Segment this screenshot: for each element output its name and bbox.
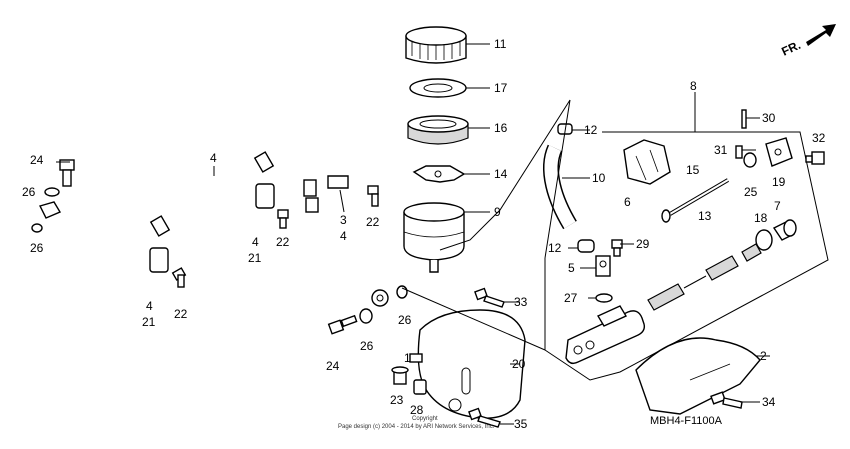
group-frame-8 — [401, 92, 829, 381]
o-ring-27 — [595, 293, 613, 303]
front-direction-indicator: FR. — [779, 24, 836, 59]
nut-25 — [743, 152, 757, 168]
leader-lines — [56, 43, 770, 425]
callout-28: 28 — [410, 403, 424, 417]
callout-21-mid: 21 — [248, 251, 262, 265]
plate-17 — [409, 78, 467, 98]
washer-26-upper — [44, 187, 60, 197]
float-14 — [412, 165, 466, 183]
bolt-22-mid — [277, 209, 289, 229]
callout-35: 35 — [514, 417, 528, 431]
callout-29: 29 — [636, 237, 650, 251]
callout-2: 2 — [760, 349, 767, 363]
master-cylinder-body — [565, 305, 646, 365]
callout-22-right: 22 — [366, 215, 380, 229]
callout-1: 1 — [404, 351, 411, 365]
callout-labels: 11 17 16 14 9 12 10 12 29 5 27 33 20 35 … — [22, 37, 826, 431]
callout-27: 27 — [564, 291, 578, 305]
callout-22-mid: 22 — [276, 235, 290, 249]
callout-14: 14 — [494, 167, 508, 181]
callout-26-lower: 26 — [360, 339, 374, 353]
pin-31 — [735, 145, 743, 159]
callout-15: 15 — [686, 163, 700, 177]
callout-16: 16 — [494, 121, 508, 135]
callout-6: 6 — [624, 195, 631, 209]
callout-5: 5 — [568, 261, 575, 275]
callout-26-right: 26 — [398, 313, 412, 327]
callout-34: 34 — [762, 395, 776, 409]
callout-26-left: 26 — [30, 241, 44, 255]
brake-hose-4 — [38, 151, 389, 307]
bolt-32 — [805, 151, 825, 165]
cap-7 — [772, 219, 797, 241]
callout-7: 7 — [774, 199, 781, 213]
callout-4-mid: 4 — [252, 235, 259, 249]
callout-9: 9 — [494, 205, 501, 219]
seal-18 — [755, 229, 773, 251]
callout-30: 30 — [762, 111, 776, 125]
callout-12-upper: 12 — [584, 123, 598, 137]
clip-12-lower — [577, 239, 595, 253]
guard-2 — [635, 337, 761, 415]
callout-32: 32 — [812, 131, 826, 145]
callout-18: 18 — [754, 211, 768, 225]
washer-26-lower — [359, 308, 373, 324]
callout-4-hose: 4 — [210, 151, 217, 165]
screw-29 — [611, 239, 623, 257]
washer-26-right — [396, 285, 408, 299]
boot-6 — [623, 139, 671, 185]
callout-20: 20 — [512, 357, 526, 371]
collar-28 — [413, 379, 427, 395]
bracket-19 — [765, 137, 793, 167]
callout-3: 3 — [340, 213, 347, 227]
washer-26-left — [31, 223, 43, 233]
bolt-22-right — [367, 185, 379, 207]
bushing-23 — [391, 366, 409, 385]
reservoir-hose-10 — [543, 144, 577, 230]
front-direction-label: FR. — [779, 38, 802, 59]
bolt-24-lower — [327, 314, 358, 335]
bolt-22-left — [171, 267, 187, 288]
copyright-line-2: Page design (c) 2004 - 2014 by ARI Netwo… — [338, 424, 495, 430]
callout-13: 13 — [698, 209, 712, 223]
callout-22-left: 22 — [174, 307, 188, 321]
bolt-33 — [474, 287, 505, 308]
bolt-35 — [468, 407, 501, 428]
hose-clamp-right — [327, 175, 349, 189]
piston-set-13 — [647, 243, 762, 311]
callout-33: 33 — [514, 295, 528, 309]
hose-clamp-mid — [255, 183, 275, 209]
copyright-line-1: Copyright — [412, 416, 438, 422]
callout-24-upper: 24 — [30, 153, 44, 167]
reservoir-cap-11 — [405, 26, 467, 64]
callout-10: 10 — [592, 171, 606, 185]
callout-31: 31 — [714, 143, 728, 157]
callout-8: 8 — [690, 79, 697, 93]
callout-19: 19 — [772, 175, 786, 189]
diaphragm-16 — [407, 115, 469, 145]
bolt-34 — [710, 391, 743, 409]
callout-4-clamp: 4 — [340, 229, 347, 243]
callout-26-upper: 26 — [22, 185, 36, 199]
hose-clamp-left — [149, 247, 169, 273]
callout-17: 17 — [494, 81, 508, 95]
callout-23: 23 — [390, 393, 404, 407]
bolt-24-upper — [59, 159, 75, 187]
front-arrow-icon — [806, 24, 836, 46]
cover-20 — [417, 309, 526, 419]
callout-25: 25 — [744, 185, 758, 199]
callout-12-lower: 12 — [548, 241, 562, 255]
diagram-code: MBH4-F1100A — [650, 415, 723, 427]
callout-4-left: 4 — [146, 299, 153, 313]
callout-24-lower: 24 — [326, 359, 340, 373]
push-rod-15 — [661, 178, 730, 223]
cotter-pin-30 — [741, 109, 747, 129]
callout-21-left: 21 — [142, 315, 156, 329]
reservoir-9 — [403, 202, 465, 273]
clip-1 — [409, 353, 423, 363]
callout-11: 11 — [494, 37, 507, 51]
joint-5 — [595, 255, 611, 277]
